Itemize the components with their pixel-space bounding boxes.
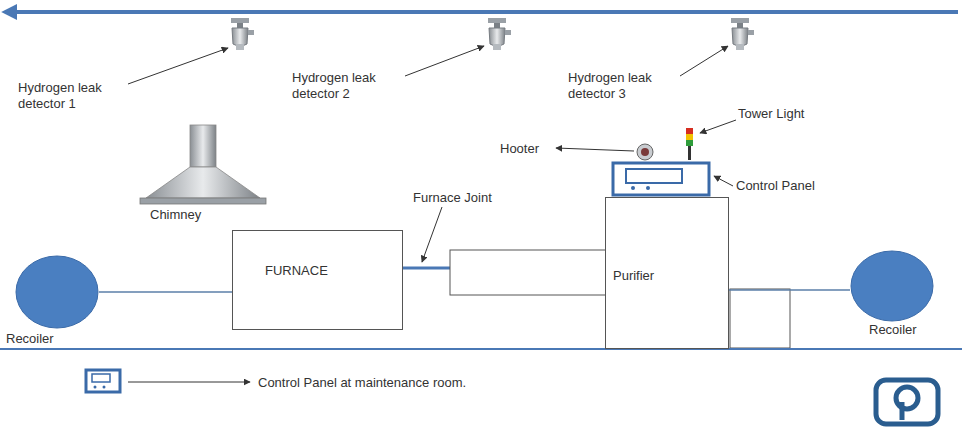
floor-line — [0, 349, 962, 350]
tower-light — [686, 134, 693, 140]
recoiler-roll: Recoiler — [850, 250, 934, 322]
hooter-icon — [641, 148, 649, 156]
connector-line — [729, 289, 850, 291]
recoiler-shape — [851, 251, 933, 321]
callout-label: Chimney — [150, 207, 201, 223]
recoiler-roll: Recoiler — [15, 255, 99, 329]
leader-line — [556, 148, 634, 151]
node-label: Purifier — [613, 268, 728, 284]
control-panel-icon — [613, 163, 709, 195]
callout-label: Hydrogen leak detector 3 — [568, 70, 673, 102]
control-panel-icon — [613, 163, 709, 195]
callout-label: Hooter — [500, 141, 539, 157]
control-panel-icon — [92, 374, 110, 382]
control-panel-icon — [86, 370, 120, 392]
control-panel-icon — [631, 186, 635, 190]
recoiler-shape — [850, 250, 934, 322]
chimney-hood — [140, 125, 266, 204]
callout-label: Control Panel at maintenance room. — [258, 375, 466, 391]
tower-light — [686, 128, 693, 160]
leader-line — [128, 48, 228, 84]
detector-icon — [488, 18, 511, 50]
control-panel-icon — [86, 370, 120, 392]
tower-light — [686, 128, 693, 134]
node-label: Recoiler — [868, 322, 918, 338]
callout-label: Hydrogen leak detector 1 — [18, 80, 123, 112]
callout-label: Furnace Joint — [413, 190, 492, 206]
detector-icon — [731, 18, 754, 50]
hooter-icon — [637, 144, 653, 160]
logo — [900, 402, 905, 420]
node-label: FURNACE — [265, 263, 402, 279]
node-label: Recoiler — [5, 331, 55, 347]
hooter-icon — [637, 144, 653, 160]
flow-arrow — [14, 10, 958, 14]
detector-icon — [231, 18, 254, 50]
logo — [876, 380, 938, 424]
floor-line — [0, 348, 962, 350]
leader-line — [680, 46, 728, 76]
side-cabinet — [730, 289, 790, 348]
flow-arrow — [14, 12, 958, 13]
logo — [896, 387, 918, 409]
control-panel-icon — [646, 186, 650, 190]
leader-line — [128, 382, 250, 383]
detector-icon — [231, 18, 754, 50]
recoiler-shape — [15, 255, 99, 329]
control-panel-icon — [626, 169, 682, 183]
callout-label: Hydrogen leak detector 2 — [292, 70, 397, 102]
logo — [876, 380, 938, 424]
leader-line — [422, 207, 442, 262]
purifier-box: Purifier — [605, 197, 729, 349]
furnace-joint — [450, 250, 606, 295]
callout-label: Tower Light — [738, 106, 804, 122]
chimney-hood — [140, 198, 266, 204]
chimney-hood — [190, 125, 216, 167]
furnace-joint — [397, 250, 606, 295]
tower-light — [686, 140, 693, 146]
leader-line — [405, 46, 484, 76]
leader-line — [714, 176, 733, 186]
chimney-hood — [146, 167, 260, 198]
leader-line — [128, 46, 736, 382]
control-panel-icon — [103, 386, 106, 389]
recoiler-shape — [16, 256, 98, 328]
tower-light — [688, 146, 691, 160]
furnace-box: FURNACE — [232, 230, 403, 330]
callout-label: Control Panel — [736, 178, 815, 194]
control-panel-icon — [94, 386, 97, 389]
leader-line — [700, 120, 736, 133]
furnace-joint — [397, 267, 452, 270]
side-cabinet — [730, 289, 790, 348]
connector-line — [99, 291, 232, 293]
